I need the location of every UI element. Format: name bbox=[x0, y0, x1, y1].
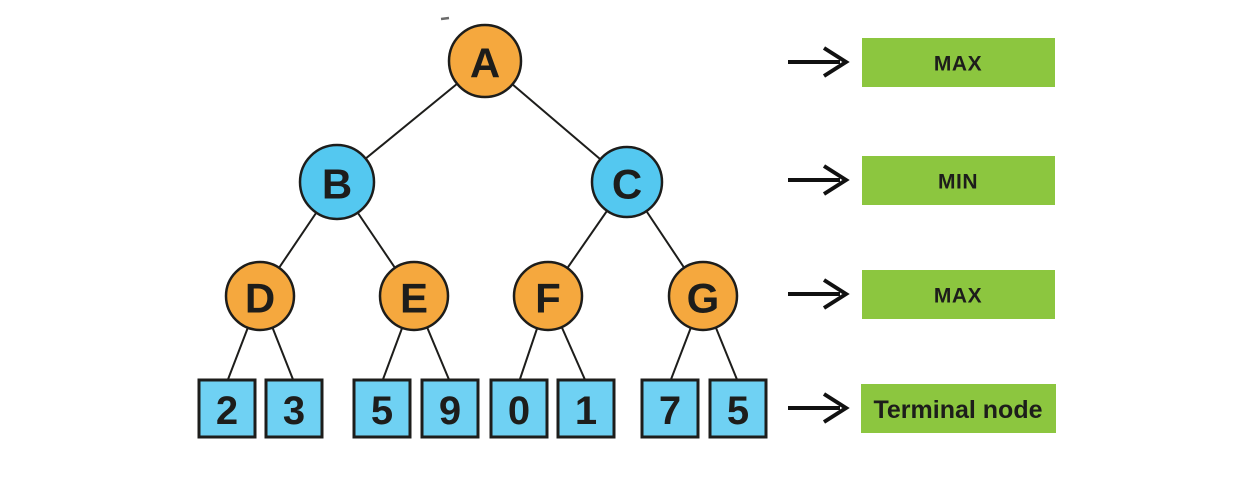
leaf-node: 1 bbox=[556, 378, 616, 439]
node-g: G bbox=[667, 260, 739, 332]
leaf-node: 2 bbox=[197, 378, 257, 439]
leaf-value: 3 bbox=[283, 389, 305, 433]
legend-label: MAX bbox=[934, 53, 982, 76]
legend-box bbox=[862, 156, 1055, 205]
arrow-right-icon bbox=[788, 164, 850, 196]
legend-label: MIN bbox=[938, 171, 978, 194]
node-a-circle bbox=[447, 23, 523, 99]
tree-edges bbox=[226, 60, 739, 383]
legend-row-max-2: MAX bbox=[788, 270, 1055, 319]
leaf-value: 2 bbox=[216, 389, 238, 433]
node-e-circle bbox=[378, 260, 450, 332]
node-d-label: D bbox=[245, 275, 275, 322]
leaf-value: 5 bbox=[727, 389, 749, 433]
node-a-label: A bbox=[470, 40, 500, 87]
leaf-node: 0 bbox=[489, 378, 549, 439]
leaf-node: 9 bbox=[420, 378, 480, 439]
legend-label: Terminal node bbox=[873, 396, 1042, 424]
leaf-value: 9 bbox=[439, 389, 461, 433]
leaf-square bbox=[264, 378, 324, 439]
legend-row-max-1: MAX bbox=[788, 38, 1055, 87]
node-c-label: C bbox=[612, 161, 642, 208]
legend: MAX MIN MAX Terminal node bbox=[788, 38, 1056, 433]
node-e: E bbox=[378, 260, 450, 332]
node-a: A bbox=[447, 23, 523, 99]
leaf-square bbox=[556, 378, 616, 439]
node-g-circle bbox=[667, 260, 739, 332]
stray-mark bbox=[440, 16, 450, 21]
node-f-label: F bbox=[535, 275, 561, 322]
legend-row-min: MIN bbox=[788, 156, 1055, 205]
leaf-value: 0 bbox=[508, 389, 530, 433]
arrow-right-icon bbox=[788, 392, 850, 424]
legend-box bbox=[862, 270, 1055, 319]
leaf-square bbox=[352, 378, 412, 439]
arrow-right-icon bbox=[788, 278, 850, 310]
leaf-node: 5 bbox=[708, 378, 768, 439]
node-c-circle bbox=[590, 145, 664, 219]
leaf-value: 7 bbox=[659, 389, 681, 433]
legend-box bbox=[861, 384, 1056, 433]
leaf-square bbox=[708, 378, 768, 439]
leaf-node: 7 bbox=[640, 378, 700, 439]
node-f-circle bbox=[512, 260, 584, 332]
node-b-circle bbox=[298, 143, 376, 221]
leaf-square bbox=[197, 378, 257, 439]
leaf-value: 1 bbox=[575, 389, 597, 433]
terminal-nodes: 2 3 5 9 0 1 7 bbox=[197, 378, 768, 439]
legend-label: MAX bbox=[934, 285, 982, 308]
node-c: C bbox=[590, 145, 664, 219]
leaf-square bbox=[420, 378, 480, 439]
legend-box bbox=[862, 38, 1055, 87]
leaf-node: 3 bbox=[264, 378, 324, 439]
leaf-square bbox=[640, 378, 700, 439]
arrow-right-icon bbox=[788, 46, 850, 78]
node-f: F bbox=[512, 260, 584, 332]
node-b-label: B bbox=[322, 161, 352, 208]
legend-row-terminal: Terminal node bbox=[788, 384, 1056, 433]
leaf-square bbox=[489, 378, 549, 439]
node-d-circle bbox=[224, 260, 296, 332]
node-g-label: G bbox=[687, 275, 720, 322]
leaf-node: 5 bbox=[352, 378, 412, 439]
node-d: D bbox=[224, 260, 296, 332]
node-e-label: E bbox=[400, 275, 428, 322]
node-b: B bbox=[298, 143, 376, 221]
leaf-value: 5 bbox=[371, 389, 393, 433]
